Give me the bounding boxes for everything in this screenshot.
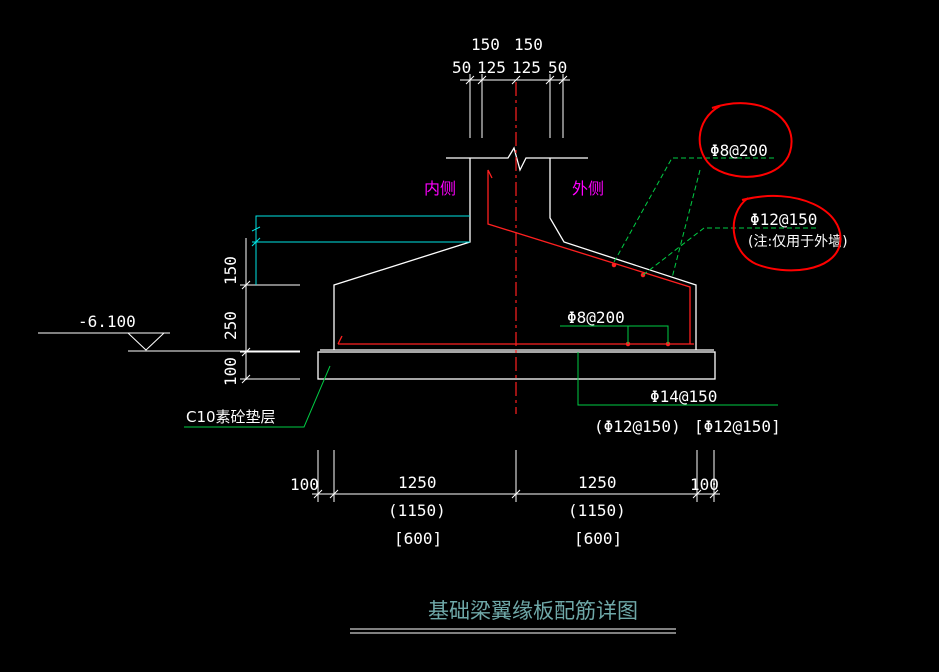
- rebar-dot: [611, 262, 617, 268]
- cyan-ext-top: [255, 215, 470, 285]
- bottom-dim-right-alt2: [600]: [574, 529, 622, 548]
- title-underline: [350, 628, 676, 634]
- top-tick: [477, 75, 487, 85]
- left-tick: [241, 347, 251, 357]
- left-dim-150: 150: [221, 256, 240, 285]
- leader-slope-rebar: [613, 157, 774, 263]
- leader-outer-rebar-2: [671, 169, 701, 279]
- cushion-label: C10素砼垫层: [186, 408, 276, 426]
- bottom-dim-left: 1250: [398, 473, 437, 492]
- top-dim-50-left: 50: [452, 58, 471, 77]
- leader-outer-rebar: [642, 227, 816, 276]
- rebar-left-end: [337, 335, 343, 345]
- beam-right-profile: [549, 158, 697, 350]
- inner-side-label: 内侧: [424, 179, 456, 198]
- rebar-outer-note: (注:仅用于外墙): [748, 234, 848, 250]
- top-dim-125-left: 125: [477, 58, 506, 77]
- bottom-dim-left-alt2: [600]: [394, 529, 442, 548]
- top-tick: [558, 75, 568, 85]
- annotation-circle-1: [698, 102, 793, 178]
- elevation-triangle: [127, 332, 165, 351]
- bottom-tick: [329, 489, 339, 499]
- left-dimensions: [240, 238, 300, 384]
- solid-leaders: [184, 325, 778, 428]
- drawing-title: 基础梁翼缘板配筋详图: [428, 599, 638, 623]
- leader-cushion: [184, 365, 331, 428]
- leader-main-rebar: [577, 352, 778, 406]
- bottom-dim-left-edge: 100: [290, 475, 319, 494]
- top-tick: [511, 75, 521, 85]
- top-dimensions: [460, 74, 570, 138]
- rebar-slope-label: Φ8@200: [710, 141, 768, 160]
- leaders: [613, 157, 816, 279]
- elevation-label: -6.100: [78, 312, 136, 331]
- rebar-inner-hook: [487, 169, 691, 344]
- cyan-tick: [251, 226, 261, 232]
- top-dim-125-right: 125: [512, 58, 541, 77]
- top-dim-150-right: 150: [514, 35, 543, 54]
- left-tick: [241, 374, 251, 384]
- outer-side-label: 外侧: [572, 179, 604, 198]
- left-dim-100: 100: [221, 357, 240, 386]
- bottom-dim-right-edge: 100: [690, 475, 719, 494]
- rebar-alt1-label: (Φ12@150): [594, 417, 681, 436]
- rebar-outer-label: Φ12@150: [750, 210, 817, 229]
- bottom-tick: [692, 489, 702, 499]
- bottom-dim-right-alt1: (1150): [568, 501, 626, 520]
- rebar-alt2-label: [Φ12@150]: [694, 417, 781, 436]
- annotation-circle-2: [732, 195, 842, 272]
- bottom-dim-left-alt1: (1150): [388, 501, 446, 520]
- top-dim-50-right: 50: [548, 58, 567, 77]
- left-dim-250: 250: [221, 311, 240, 340]
- leader-dist-rebar: [560, 325, 669, 344]
- bottom-tick: [313, 489, 323, 499]
- left-tick: [241, 280, 251, 290]
- bottom-tick: [511, 489, 521, 499]
- wall-break-line: [446, 146, 588, 172]
- top-dim-150-left: 150: [471, 35, 500, 54]
- rebar: [337, 169, 694, 347]
- bottom-tick: [709, 489, 719, 499]
- elevation-marker: [38, 332, 300, 352]
- beam-left-profile: [333, 158, 471, 350]
- top-tick: [465, 75, 475, 85]
- rebar-bottom-dist-label: Φ8@200: [567, 308, 625, 327]
- top-tick: [545, 75, 555, 85]
- bottom-dimensions: [312, 450, 720, 502]
- cyan-dimension: [251, 215, 470, 285]
- rebar-bottom-main-label: Φ14@150: [650, 387, 717, 406]
- annotation-circles: [698, 102, 842, 272]
- bottom-dim-right: 1250: [578, 473, 617, 492]
- cyan-tick: [251, 237, 261, 247]
